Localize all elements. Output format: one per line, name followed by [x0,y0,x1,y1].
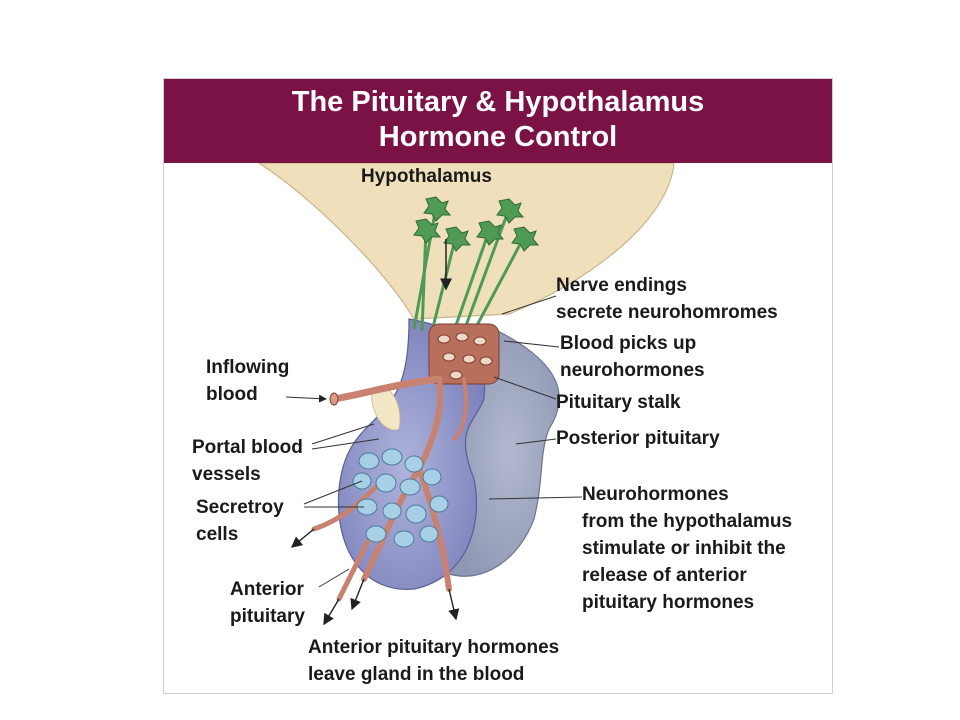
outflow-arrows [290,528,460,626]
label-neurohormones-effect: Neurohormones from the hypothalamus stim… [582,484,793,613]
secretory-cells [352,448,449,548]
capillary-bed [428,323,500,385]
inflow-vessel-end [329,392,339,406]
page-subtitle: Hormone Control [378,121,618,153]
label-posterior-pituitary: Posterior pituitary [556,428,720,449]
label-hormones-leave: Anterior pituitary hormones leave gland … [308,637,560,685]
label-inflowing-blood: Inflowing blood [206,357,290,405]
label-pituitary-stalk: Pituitary stalk [556,392,681,413]
pituitary-diagram [256,162,675,626]
page-title: The Pituitary & Hypothalamus [291,86,705,118]
title-banner: The Pituitary & Hypothalamus Hormone Con… [164,79,832,163]
slide: The Pituitary & Hypothalamus Hormone Con… [163,78,833,694]
label-hypothalamus: Hypothalamus [361,166,492,187]
label-secretory-cells: Secretroy cells [196,497,284,545]
label-portal-vessels: Portal blood vessels [192,437,303,485]
leader-lines [285,295,583,588]
label-nerve-endings: Nerve endings secrete neurohomromes [556,275,778,323]
label-blood-picks-up: Blood picks up neurohormones [560,333,705,381]
label-anterior-pituitary: Anterior pituitary [230,579,305,627]
